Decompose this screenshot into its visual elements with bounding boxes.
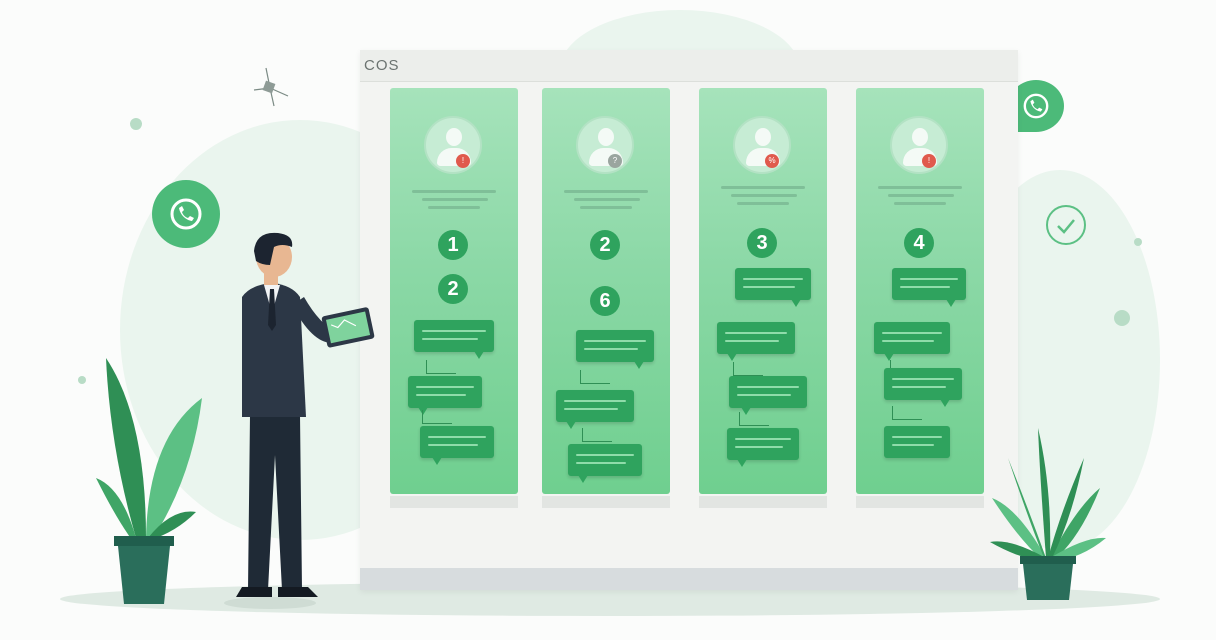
column-shadow: [856, 496, 984, 508]
text-line: [731, 194, 797, 197]
step-number: 4: [904, 228, 934, 258]
decor-dot: [1134, 238, 1142, 246]
step-number: 2: [438, 274, 468, 304]
alert-badge: !: [456, 154, 470, 168]
message-card[interactable]: [884, 368, 962, 407]
message-card[interactable]: [568, 444, 642, 483]
text-line: [574, 198, 640, 201]
board-column-3[interactable]: % 3: [699, 88, 827, 494]
connector: [582, 428, 612, 442]
step-number: 6: [590, 286, 620, 316]
check-icon: [1046, 205, 1086, 245]
text-line: [878, 186, 962, 189]
connector: [892, 406, 922, 420]
message-card[interactable]: [420, 426, 494, 465]
text-line: [422, 198, 488, 201]
text-line: [894, 202, 946, 205]
message-card[interactable]: [884, 426, 950, 458]
alert-badge: ?: [608, 154, 622, 168]
connector: [580, 370, 610, 384]
connector: [739, 412, 769, 426]
alert-badge: !: [922, 154, 936, 168]
kanban-board: COS ! 1 2 ? 2 6 % 3: [360, 50, 1018, 590]
plant-illustration: [96, 358, 202, 604]
board-column-4[interactable]: ! 4: [856, 88, 984, 494]
board-title: COS: [364, 57, 400, 74]
alert-badge: %: [765, 154, 779, 168]
avatar: ?: [576, 116, 634, 174]
whatsapp-icon: [152, 180, 220, 248]
connector: [733, 362, 763, 376]
text-line: [580, 206, 632, 209]
message-card[interactable]: [576, 330, 654, 369]
text-line: [564, 190, 648, 193]
message-card[interactable]: [556, 390, 634, 429]
board-header: COS: [360, 50, 1018, 82]
connector: [422, 410, 452, 424]
message-card[interactable]: [727, 428, 799, 467]
board-footer: [360, 568, 1018, 590]
step-number: 3: [747, 228, 777, 258]
businessman-illustration: [224, 232, 375, 609]
column-shadow: [390, 496, 518, 508]
message-card[interactable]: [729, 376, 807, 415]
text-line: [428, 206, 480, 209]
step-number: 1: [438, 230, 468, 260]
message-card[interactable]: [892, 268, 966, 307]
avatar: !: [890, 116, 948, 174]
plant-illustration: [990, 428, 1106, 600]
decor-dot: [130, 118, 142, 130]
message-card[interactable]: [874, 322, 950, 361]
message-card[interactable]: [717, 322, 795, 361]
text-line: [737, 202, 789, 205]
step-number: 2: [590, 230, 620, 260]
constellation-icon: [253, 67, 289, 107]
text-line: [412, 190, 496, 193]
column-shadow: [699, 496, 827, 508]
message-card[interactable]: [414, 320, 494, 359]
text-line: [721, 186, 805, 189]
connector: [426, 360, 456, 374]
board-column-1[interactable]: ! 1 2: [390, 88, 518, 494]
column-shadow: [542, 496, 670, 508]
message-card[interactable]: [735, 268, 811, 307]
decor-dot: [1114, 310, 1130, 326]
avatar: !: [424, 116, 482, 174]
board-column-2[interactable]: ? 2 6: [542, 88, 670, 494]
decor-dot: [78, 376, 86, 384]
message-card[interactable]: [408, 376, 482, 415]
avatar: %: [733, 116, 791, 174]
text-line: [888, 194, 954, 197]
